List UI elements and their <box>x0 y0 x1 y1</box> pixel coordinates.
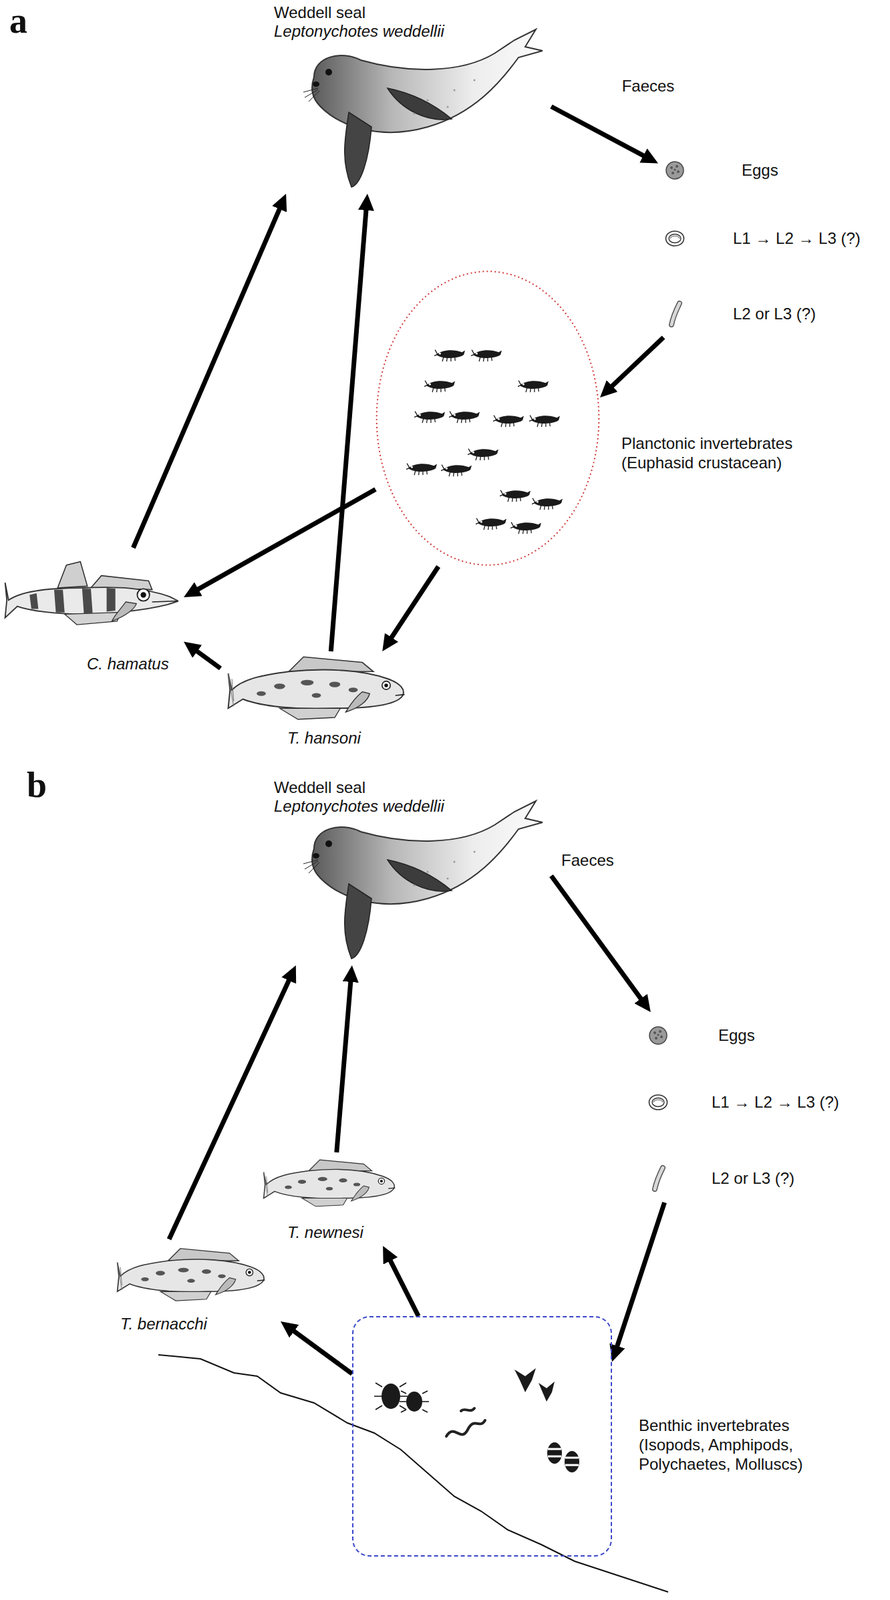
ellipse-border <box>376 271 600 566</box>
text-slot: L2 or L3 (?) <box>732 304 816 325</box>
node-label: L1 → L2 → L3 (?) <box>732 229 861 249</box>
text-slot: T. newnesi <box>287 1223 364 1243</box>
panel-slot: b <box>26 767 47 804</box>
seal-drawing <box>303 801 543 959</box>
krill-swarm <box>405 350 563 534</box>
flow-arrow <box>132 208 280 548</box>
text-slot: L1 → L2 → L3 (?) <box>711 1093 840 1113</box>
larva-icon <box>671 303 680 325</box>
panel-letter: a <box>9 2 28 39</box>
text-slot: Weddell seal <box>273 3 366 23</box>
fish-figure: T. hansoni <box>220 651 411 752</box>
larva-icon <box>654 1167 663 1190</box>
fish-figure: C. hamatus <box>3 547 184 679</box>
plankton-group: Planctonic invertebrates (Euphasid crust… <box>375 269 601 567</box>
edge-label: Faeces <box>620 76 677 96</box>
node-label: Eggs <box>718 1026 756 1046</box>
node-label: Eggs <box>741 161 779 181</box>
node-label: L1 → L2 → L3 (?) <box>711 1093 840 1113</box>
edge-label-slot: Faeces <box>620 76 677 96</box>
node-label: T. bernacchi <box>120 1314 208 1335</box>
fish-figure: T. bernacchi <box>103 1239 281 1340</box>
benthic-group: Benthic invertebrates (Isopods, Amphipod… <box>352 1316 613 1557</box>
text-slot: Leptonychotes weddellii <box>273 22 445 42</box>
larval-stages: Eggs L1 → L2 → L3 (?) L2 or L3 (?) <box>658 150 872 338</box>
fish-drawing <box>263 1159 396 1207</box>
flow-arrow <box>390 1260 419 1317</box>
node-label: Weddell seal <box>273 3 366 23</box>
group-heading: Benthic invertebrates (Isopods, Amphipod… <box>638 1416 833 1474</box>
flow-arrow <box>336 981 351 1153</box>
seal-drawing <box>303 29 543 188</box>
text-slot: Weddell seal <box>273 778 366 798</box>
edge-label-slot: Faeces <box>559 851 617 870</box>
node-label: L2 or L3 (?) <box>732 304 816 325</box>
flow-arrow <box>196 651 221 669</box>
node-label: C. hamatus <box>86 654 170 675</box>
text-slot: Benthic invertebrates (Isopods, Amphipod… <box>638 1416 833 1474</box>
edge-label: Faeces <box>559 851 617 870</box>
ellipse-outline <box>375 269 601 567</box>
seal-figure: Weddell sealLeptonychotes weddellii <box>270 775 552 966</box>
node-label: T. hansoni <box>287 728 361 749</box>
flow-arrow <box>611 337 664 387</box>
flow-arrow <box>390 566 439 639</box>
fish-figure: T. newnesi <box>257 1152 405 1247</box>
larval-stages: Eggs L1 → L2 → L3 (?) L2 or L3 (?) <box>641 1012 872 1203</box>
flow-arrow <box>551 875 642 1000</box>
flow-arrow <box>169 980 290 1240</box>
seal-figure: Weddell sealLeptonychotes weddellii <box>270 0 552 194</box>
group-heading: Planctonic invertebrates (Euphasid crust… <box>621 434 829 474</box>
panel-letter: b <box>26 767 47 804</box>
text-slot: Planctonic invertebrates (Euphasid crust… <box>621 434 829 474</box>
flow-arrow <box>330 209 367 652</box>
text-slot: Leptonychotes weddellii <box>273 797 445 817</box>
text-slot: Eggs <box>741 161 779 181</box>
node-label: L2 or L3 (?) <box>711 1169 795 1189</box>
text-slot: T. bernacchi <box>120 1314 208 1335</box>
panel-slot: a <box>9 2 28 39</box>
text-slot: T. hansoni <box>287 728 361 749</box>
fish-drawing <box>228 656 405 720</box>
node-label: Leptonychotes weddellii <box>273 797 445 817</box>
fish-drawing <box>117 1248 266 1301</box>
fish-drawing <box>5 561 179 625</box>
egg-icon <box>649 1026 667 1045</box>
flow-arrow <box>551 106 645 157</box>
flow-arrow <box>293 1330 353 1374</box>
larva-egg-icon <box>649 1095 668 1110</box>
node-label: T. newnesi <box>287 1223 364 1243</box>
benthic-invertebrate-icons <box>374 1368 580 1473</box>
node-label: Leptonychotes weddellii <box>273 22 445 42</box>
text-slot: L2 or L3 (?) <box>711 1169 795 1189</box>
text-slot: Eggs <box>718 1026 756 1046</box>
flow-arrow <box>197 489 376 590</box>
egg-icon <box>666 161 684 180</box>
text-slot: L1 → L2 → L3 (?) <box>732 229 861 249</box>
flow-arrow <box>617 1202 665 1348</box>
node-label: Weddell seal <box>273 778 366 798</box>
text-slot: C. hamatus <box>86 654 170 675</box>
larva-egg-icon <box>666 231 685 246</box>
